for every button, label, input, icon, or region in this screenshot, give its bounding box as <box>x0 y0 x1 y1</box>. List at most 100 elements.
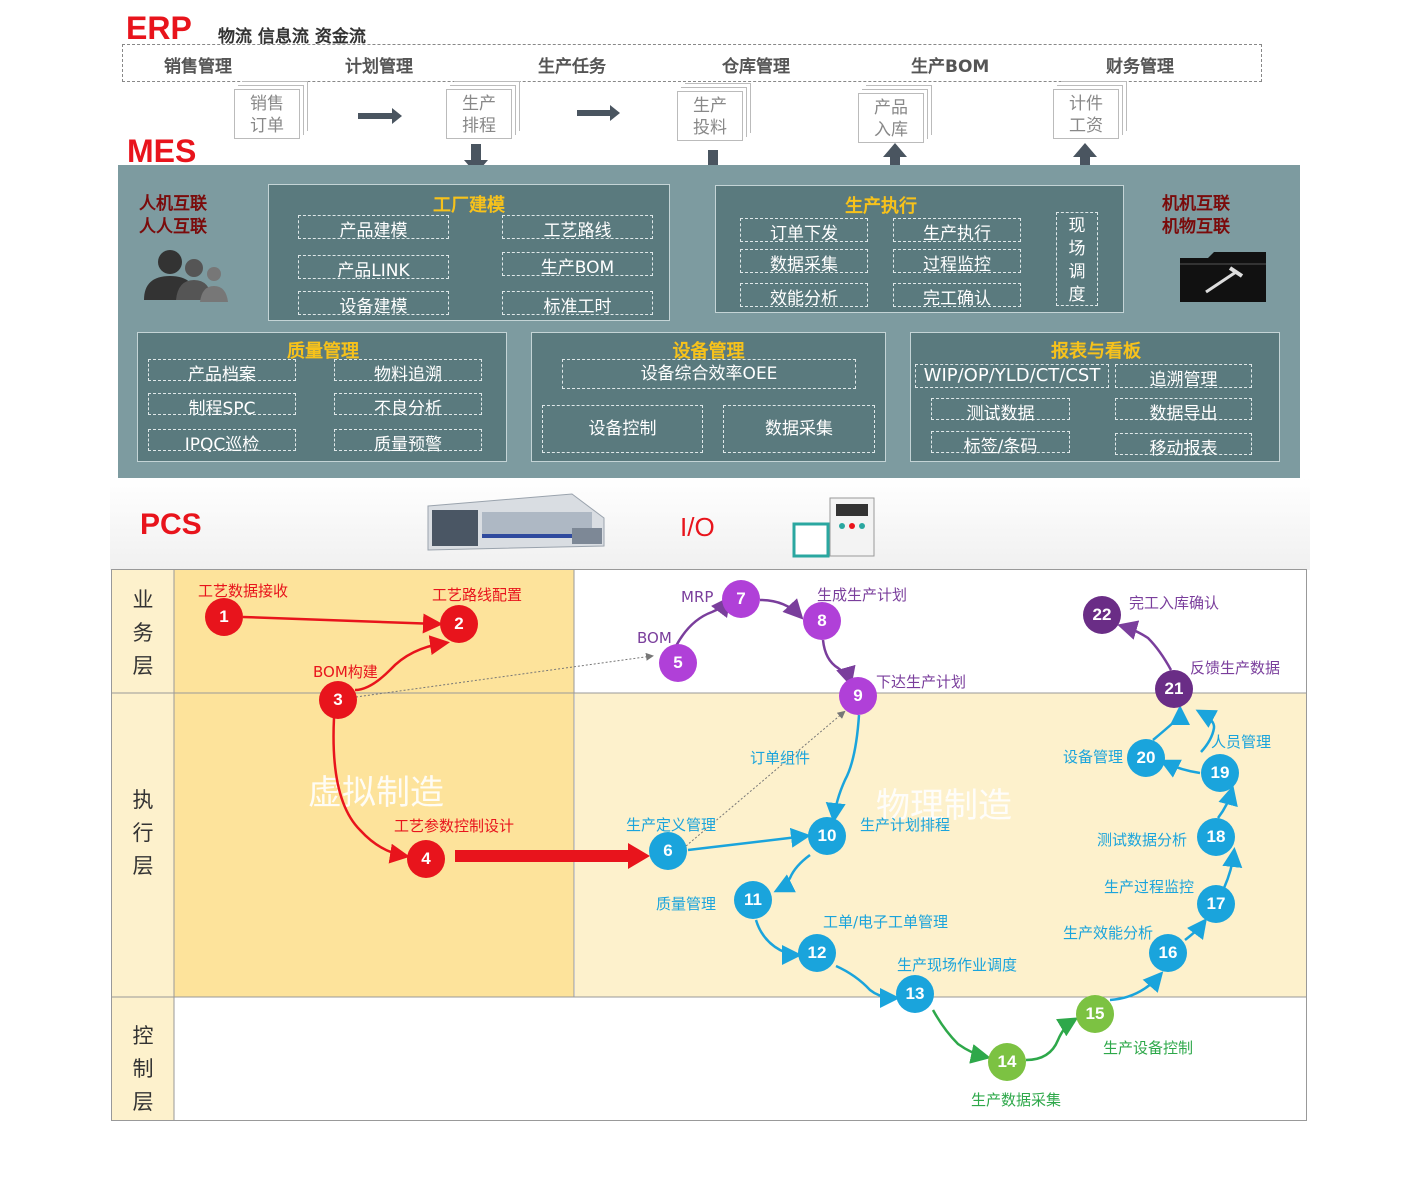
flow-node-14[interactable]: 14 <box>988 1043 1026 1081</box>
cell-data-export[interactable]: 数据导出 <box>1115 398 1252 424</box>
virtual-zone <box>112 570 574 997</box>
layer-control: 控制层 <box>112 1020 174 1119</box>
flow-node-5[interactable]: 5 <box>659 644 697 682</box>
flow-node-2[interactable]: 2 <box>440 605 478 643</box>
cell-trace-mgmt[interactable]: 追溯管理 <box>1115 364 1252 390</box>
vchar: 调 <box>1068 262 1086 282</box>
equipment-box: 设备管理 设备综合效率OEE 设备控制 数据采集 <box>531 332 886 462</box>
layer-char: 层 <box>132 1090 154 1114</box>
erp-module-finance[interactable]: 财务管理 <box>1106 57 1174 77</box>
cell-standard-hours[interactable]: 标准工时 <box>502 291 653 317</box>
erp-module-sales[interactable]: 销售管理 <box>164 57 232 77</box>
watermark-physical: 物理制造 <box>876 786 1012 826</box>
cell-order-dispatch[interactable]: 订单下发 <box>740 218 868 244</box>
label-node-20: 设备管理 <box>1063 748 1124 766</box>
doc-scheduling: 生产排程 <box>446 89 512 139</box>
cell-test-data[interactable]: 测试数据 <box>931 398 1070 424</box>
cell-equipment-control[interactable]: 设备控制 <box>542 405 703 453</box>
equipment-title: 设备管理 <box>672 341 745 362</box>
cell-efficiency-analysis[interactable]: 效能分析 <box>740 283 868 309</box>
label-node-18: 测试数据分析 <box>1097 831 1188 849</box>
flow-node-9[interactable]: 9 <box>839 677 877 715</box>
mes-right-side-label: 机机互联机物互联 <box>1162 193 1230 239</box>
flow-node-11[interactable]: 11 <box>734 881 772 919</box>
cell-completion-confirm[interactable]: 完工确认 <box>893 283 1021 309</box>
doc-product-storage: 产品入库 <box>858 93 924 143</box>
cell-product-link[interactable]: 产品LINK <box>298 255 449 281</box>
factory-modeling-title: 工厂建模 <box>433 195 505 216</box>
flow-node-6[interactable]: 6 <box>649 832 687 870</box>
cell-oee[interactable]: 设备综合效率OEE <box>562 359 856 389</box>
cell-ipqc[interactable]: IPQC巡检 <box>148 429 296 455</box>
cell-wip-metrics[interactable]: WIP/OP/YLD/CT/CST <box>915 364 1109 388</box>
cell-quality-warning[interactable]: 质量预警 <box>334 429 482 455</box>
cell-process-route[interactable]: 工艺路线 <box>502 215 653 241</box>
label-node-6: 生产定义管理 <box>626 816 717 834</box>
cell-process-monitor[interactable]: 过程监控 <box>893 249 1021 275</box>
cell-site-dispatch[interactable]: 现 场 调 度 <box>1056 212 1098 306</box>
watermark-virtual: 虚拟制造 <box>308 773 444 813</box>
label-node-13: 生产现场作业调度 <box>897 956 1018 974</box>
flow-node-1[interactable]: 1 <box>205 598 243 636</box>
cell-equipment-data[interactable]: 数据采集 <box>723 405 875 453</box>
pcs-background <box>110 478 1310 570</box>
layer-char: 制 <box>132 1057 154 1081</box>
flow-node-17[interactable]: 17 <box>1197 885 1235 923</box>
label-node-14: 生产数据采集 <box>971 1091 1062 1109</box>
cell-spc[interactable]: 制程SPC <box>148 393 296 419</box>
cell-data-collect[interactable]: 数据采集 <box>740 249 868 275</box>
flow-node-21[interactable]: 21 <box>1155 670 1193 708</box>
flow-node-7[interactable]: 7 <box>722 580 760 618</box>
factory-modeling-box: 工厂建模 产品建模 工艺路线 产品LINK 生产BOM 设备建模 标准工时 <box>268 184 670 321</box>
layer-char: 业 <box>132 588 154 612</box>
cell-mobile-report[interactable]: 移动报表 <box>1115 433 1252 459</box>
toolbox-folder-icon <box>1180 252 1266 302</box>
flow-node-18[interactable]: 18 <box>1197 818 1235 856</box>
doc-line: 产品 <box>874 98 908 118</box>
layer-char: 层 <box>132 854 154 878</box>
flow-node-4[interactable]: 4 <box>407 840 445 878</box>
erp-module-bar <box>122 44 1262 82</box>
flow-node-20[interactable]: 20 <box>1127 739 1165 777</box>
label-order-group: 订单组件 <box>750 749 811 767</box>
flow-node-12[interactable]: 12 <box>798 934 836 972</box>
flow-node-10[interactable]: 10 <box>808 817 846 855</box>
machine-icon <box>427 493 605 551</box>
label-node-11: 质量管理 <box>656 895 717 913</box>
flow-node-19[interactable]: 19 <box>1201 754 1239 792</box>
doc-line: 工资 <box>1069 116 1103 136</box>
erp-module-plan[interactable]: 计划管理 <box>345 57 413 77</box>
flow-node-22[interactable]: 22 <box>1083 596 1121 634</box>
cell-defect-analysis[interactable]: 不良分析 <box>334 393 482 419</box>
cell-material-trace[interactable]: 物料追溯 <box>334 359 482 385</box>
flow-node-8[interactable]: 8 <box>803 602 841 640</box>
flow-node-13[interactable]: 13 <box>896 975 934 1013</box>
cell-product-modeling[interactable]: 产品建模 <box>298 215 449 241</box>
doc-line: 入库 <box>874 120 908 140</box>
erp-module-warehouse[interactable]: 仓库管理 <box>722 57 790 77</box>
cell-equipment-modeling[interactable]: 设备建模 <box>298 291 449 317</box>
cell-label-barcode[interactable]: 标签/条码 <box>931 431 1070 457</box>
flow-node-15[interactable]: 15 <box>1076 995 1114 1033</box>
flow-node-16[interactable]: 16 <box>1149 934 1187 972</box>
doc-line: 销售 <box>250 94 284 114</box>
layer-char: 层 <box>132 654 154 678</box>
cell-production-bom[interactable]: 生产BOM <box>502 252 653 278</box>
cell-production-exec[interactable]: 生产执行 <box>893 218 1021 244</box>
vchar: 度 <box>1068 285 1086 305</box>
label-node-15: 生产设备控制 <box>1103 1039 1194 1057</box>
erp-module-task[interactable]: 生产任务 <box>538 57 606 77</box>
layer-char: 务 <box>132 621 154 645</box>
label-node-8: 生成生产计划 <box>817 586 908 604</box>
flow-node-3[interactable]: 3 <box>319 681 357 719</box>
side-line: 人人互联 <box>139 217 207 237</box>
people-icon <box>144 250 228 302</box>
cell-product-archive[interactable]: 产品档案 <box>148 359 296 385</box>
label-node-12: 工单/电子工单管理 <box>823 913 949 931</box>
label-node-19: 人员管理 <box>1211 733 1272 751</box>
reports-box: 报表与看板 WIP/OP/YLD/CT/CST 追溯管理 测试数据 数据导出 标… <box>910 332 1280 462</box>
doc-line: 订单 <box>250 116 284 136</box>
label-node-22: 完工入库确认 <box>1129 594 1220 612</box>
erp-module-bom[interactable]: 生产BOM <box>911 57 990 77</box>
pcs-title: PCS <box>140 508 202 541</box>
